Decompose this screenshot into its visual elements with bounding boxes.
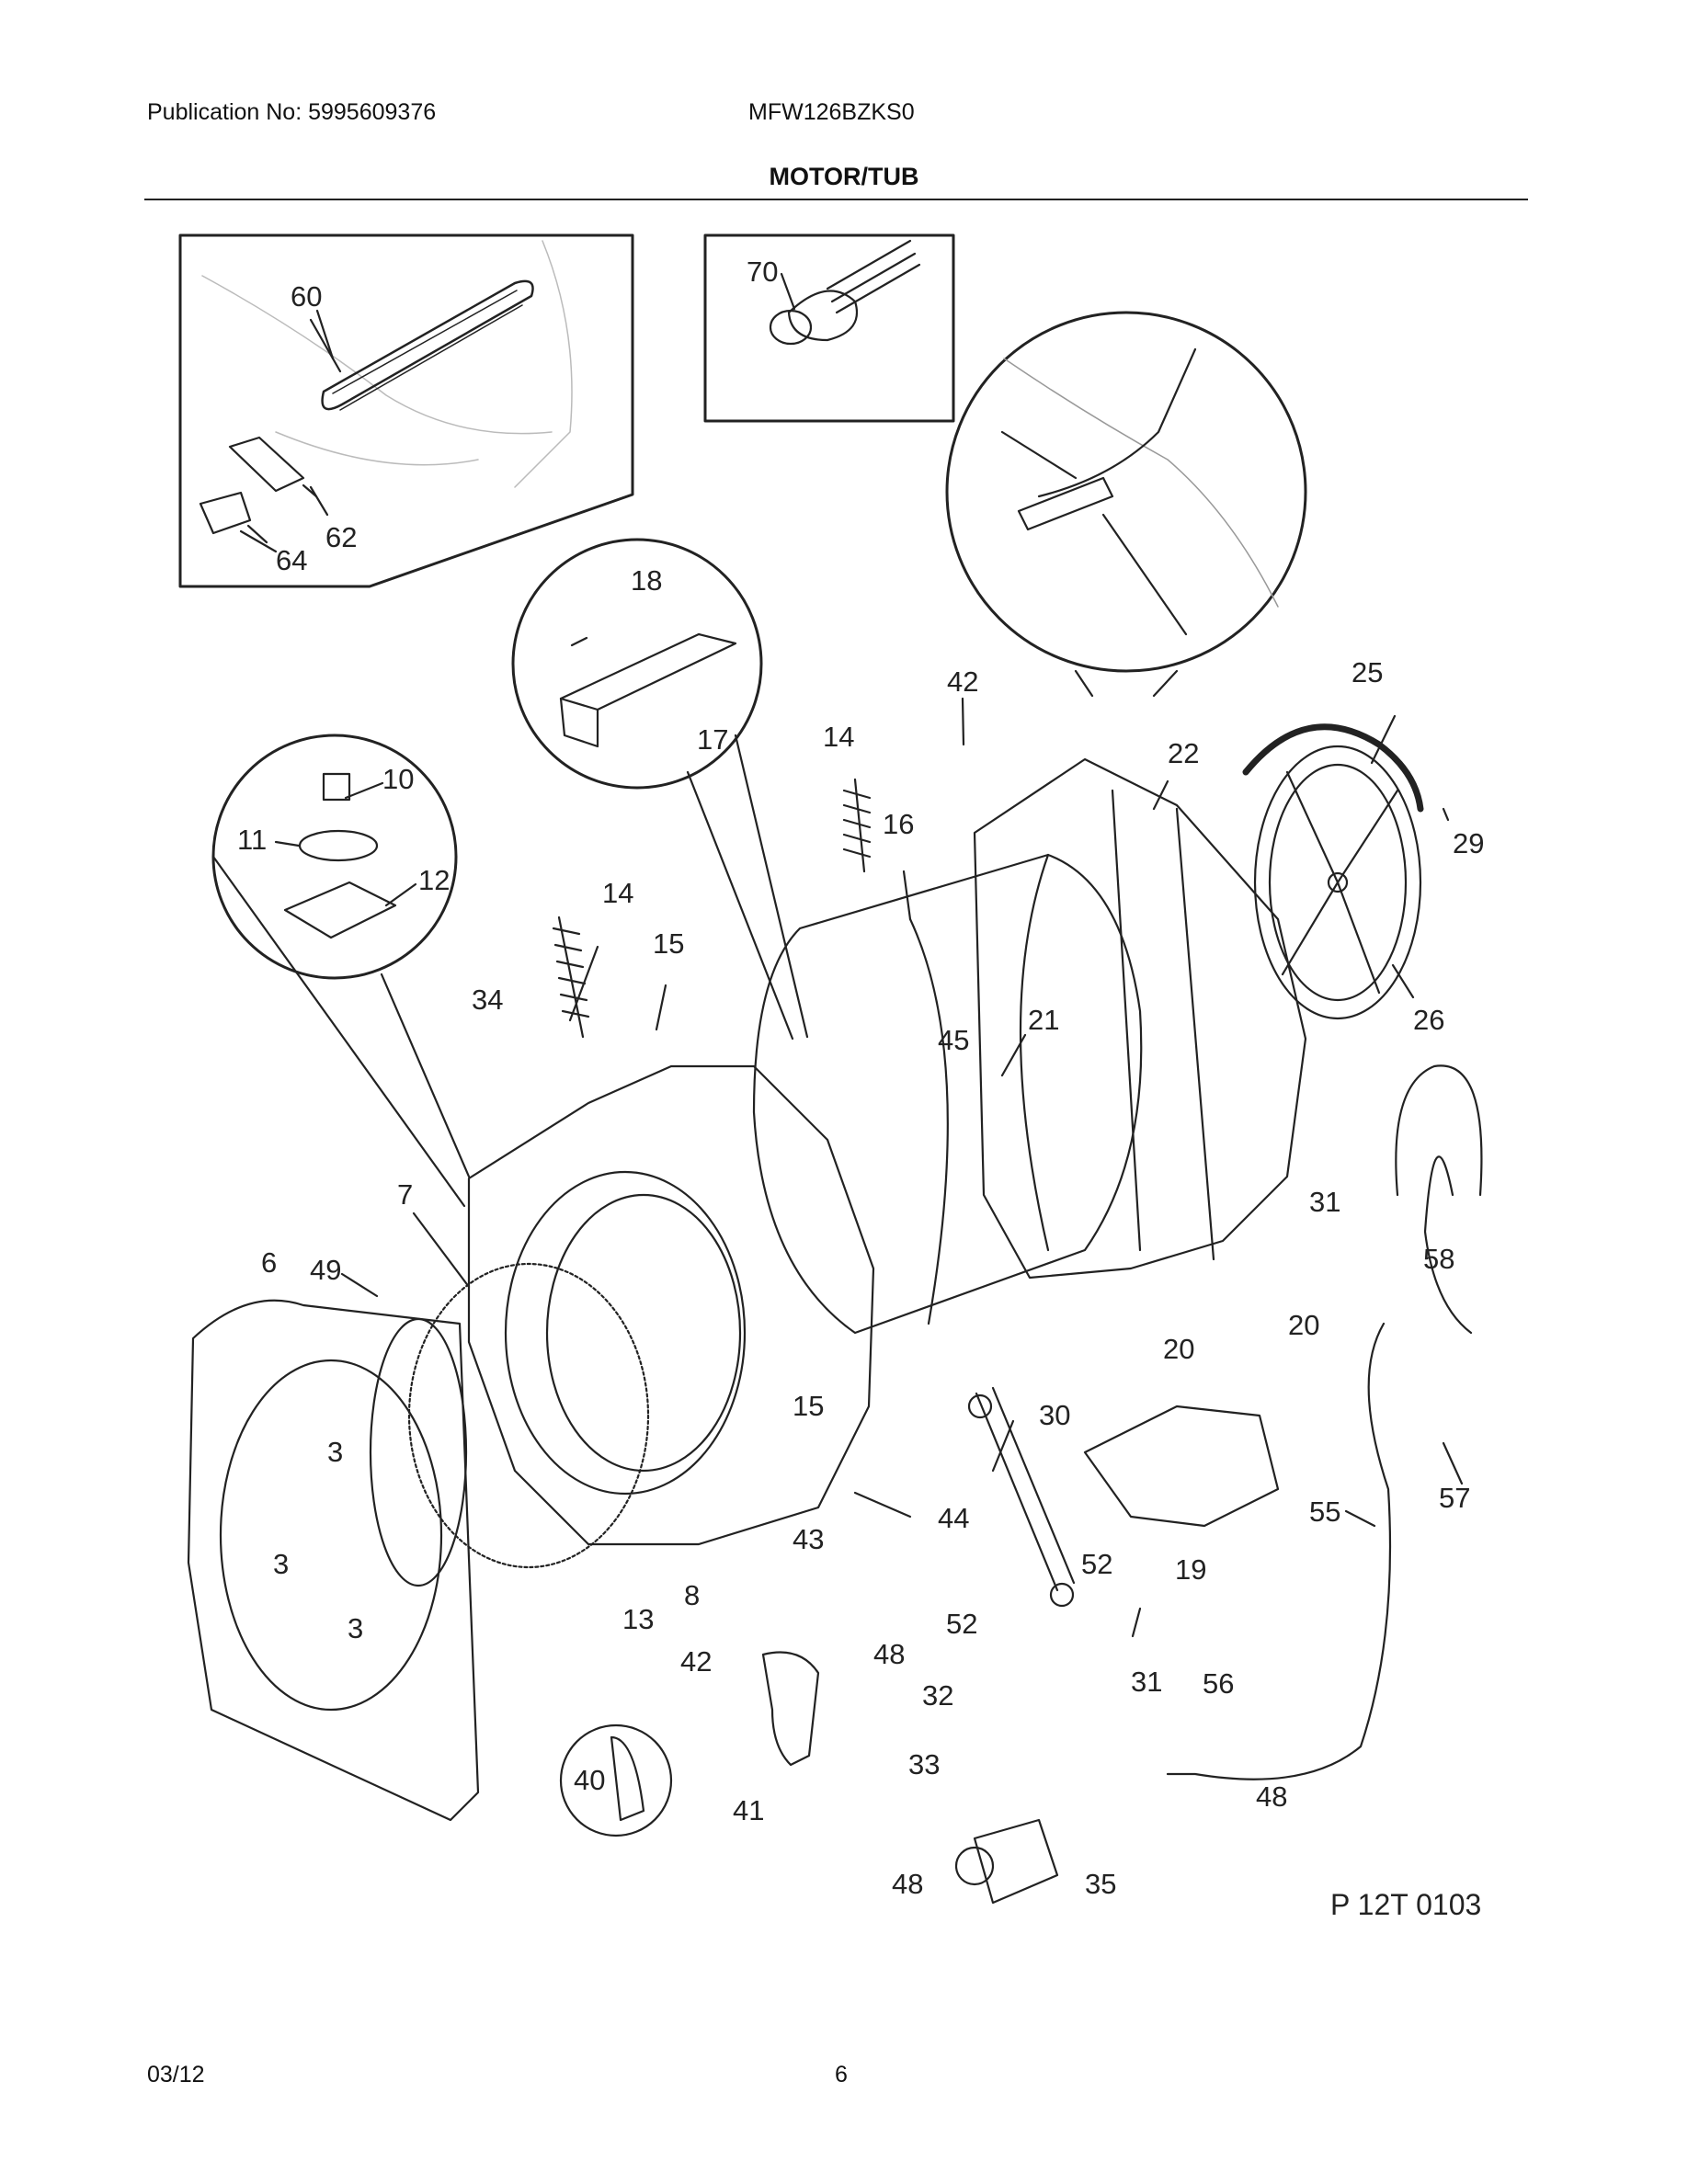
callout-44: 44 <box>938 1502 969 1534</box>
section-title: MOTOR/TUB <box>769 163 919 190</box>
callout-42-bottom: 42 <box>680 1645 712 1678</box>
callout-19: 19 <box>1175 1553 1206 1586</box>
callout-62: 62 <box>325 521 357 553</box>
model-number: MFW126BZKS0 <box>748 99 915 125</box>
callout-57: 57 <box>1439 1482 1470 1514</box>
callout-32: 32 <box>922 1679 953 1712</box>
callout-18: 18 <box>631 564 662 597</box>
callout-58: 58 <box>1423 1243 1454 1275</box>
spring-14-right <box>842 778 872 873</box>
callout-3-b: 3 <box>273 1548 289 1580</box>
callout-26: 26 <box>1413 1004 1444 1036</box>
callout-20-right: 20 <box>1288 1309 1319 1341</box>
callout-35: 35 <box>1085 1868 1116 1900</box>
callout-41: 41 <box>733 1794 764 1826</box>
callout-21: 21 <box>1028 1004 1059 1036</box>
page-number: 6 <box>835 2062 848 2087</box>
callout-49: 49 <box>310 1254 341 1286</box>
callout-33: 33 <box>908 1748 940 1780</box>
callout-17: 17 <box>697 723 728 756</box>
callout-55: 55 <box>1309 1496 1340 1528</box>
callout-22: 22 <box>1168 737 1199 769</box>
callout-8: 8 <box>684 1579 700 1611</box>
callout-13: 13 <box>622 1603 654 1635</box>
callout-48-top: 48 <box>873 1638 905 1670</box>
callout-10: 10 <box>382 763 414 795</box>
callout-15-bottom: 15 <box>793 1390 824 1422</box>
front-tub-13 <box>467 1064 875 1546</box>
callout-52-left: 52 <box>946 1608 977 1640</box>
bracket-detail-circle <box>511 538 809 1041</box>
publication-number: Publication No: 5995609376 <box>147 99 437 125</box>
pump-35 <box>973 1818 1059 1905</box>
hose-58 <box>1395 1064 1483 1335</box>
callout-25: 25 <box>1352 656 1383 688</box>
spring-14-left <box>552 916 590 1039</box>
callout-29: 29 <box>1453 827 1484 859</box>
callout-3-a: 3 <box>327 1436 343 1468</box>
callout-31-bottom: 31 <box>1131 1666 1162 1698</box>
callout-15-top: 15 <box>653 927 684 960</box>
callout-11: 11 <box>237 824 267 856</box>
callout-45: 45 <box>938 1024 969 1056</box>
callout-64: 64 <box>276 544 307 576</box>
heater-inset <box>178 233 634 588</box>
callout-30: 30 <box>1039 1399 1070 1431</box>
callout-48-bottom: 48 <box>892 1868 923 1900</box>
fastener-detail-circle <box>211 734 471 1208</box>
callout-31-top: 31 <box>1309 1186 1340 1218</box>
callout-7: 7 <box>397 1178 413 1211</box>
drawing-code: P 12T 0103 <box>1330 1888 1481 1921</box>
callout-70: 70 <box>747 256 778 288</box>
callout-14-left: 14 <box>602 877 633 909</box>
drum-16 <box>752 853 1143 1335</box>
ring-49 <box>369 1317 468 1587</box>
spider-detail-circle <box>945 311 1307 698</box>
callout-34: 34 <box>472 984 503 1016</box>
callout-6: 6 <box>261 1246 277 1279</box>
callout-48-right: 48 <box>1256 1780 1287 1813</box>
pulley-26 <box>1253 745 1422 1020</box>
callout-14-right: 14 <box>823 721 854 753</box>
gasket-7 <box>407 1262 650 1569</box>
callout-3-c: 3 <box>348 1612 363 1644</box>
callout-40: 40 <box>574 1764 605 1796</box>
callout-20-left: 20 <box>1163 1333 1194 1365</box>
motor-19 <box>1083 1405 1280 1528</box>
bellow-41 <box>761 1651 820 1767</box>
title-divider <box>144 199 1528 200</box>
belt-25 <box>1242 723 1424 813</box>
rear-tub-22 <box>973 757 1307 1280</box>
callout-16: 16 <box>883 808 914 840</box>
shock-30 <box>975 1386 1076 1592</box>
front-panel-6 <box>187 1299 480 1822</box>
callout-42-top: 42 <box>947 665 978 698</box>
connector-inset <box>703 233 955 423</box>
callout-12: 12 <box>418 864 450 896</box>
callout-60: 60 <box>291 280 322 313</box>
filter-detail-circle <box>559 1723 673 1837</box>
callout-52-right: 52 <box>1081 1548 1112 1580</box>
callout-56: 56 <box>1203 1667 1234 1700</box>
revision-date: 03/12 <box>147 2062 205 2087</box>
callout-43: 43 <box>793 1523 824 1555</box>
harness-55 <box>1166 1322 1392 1780</box>
